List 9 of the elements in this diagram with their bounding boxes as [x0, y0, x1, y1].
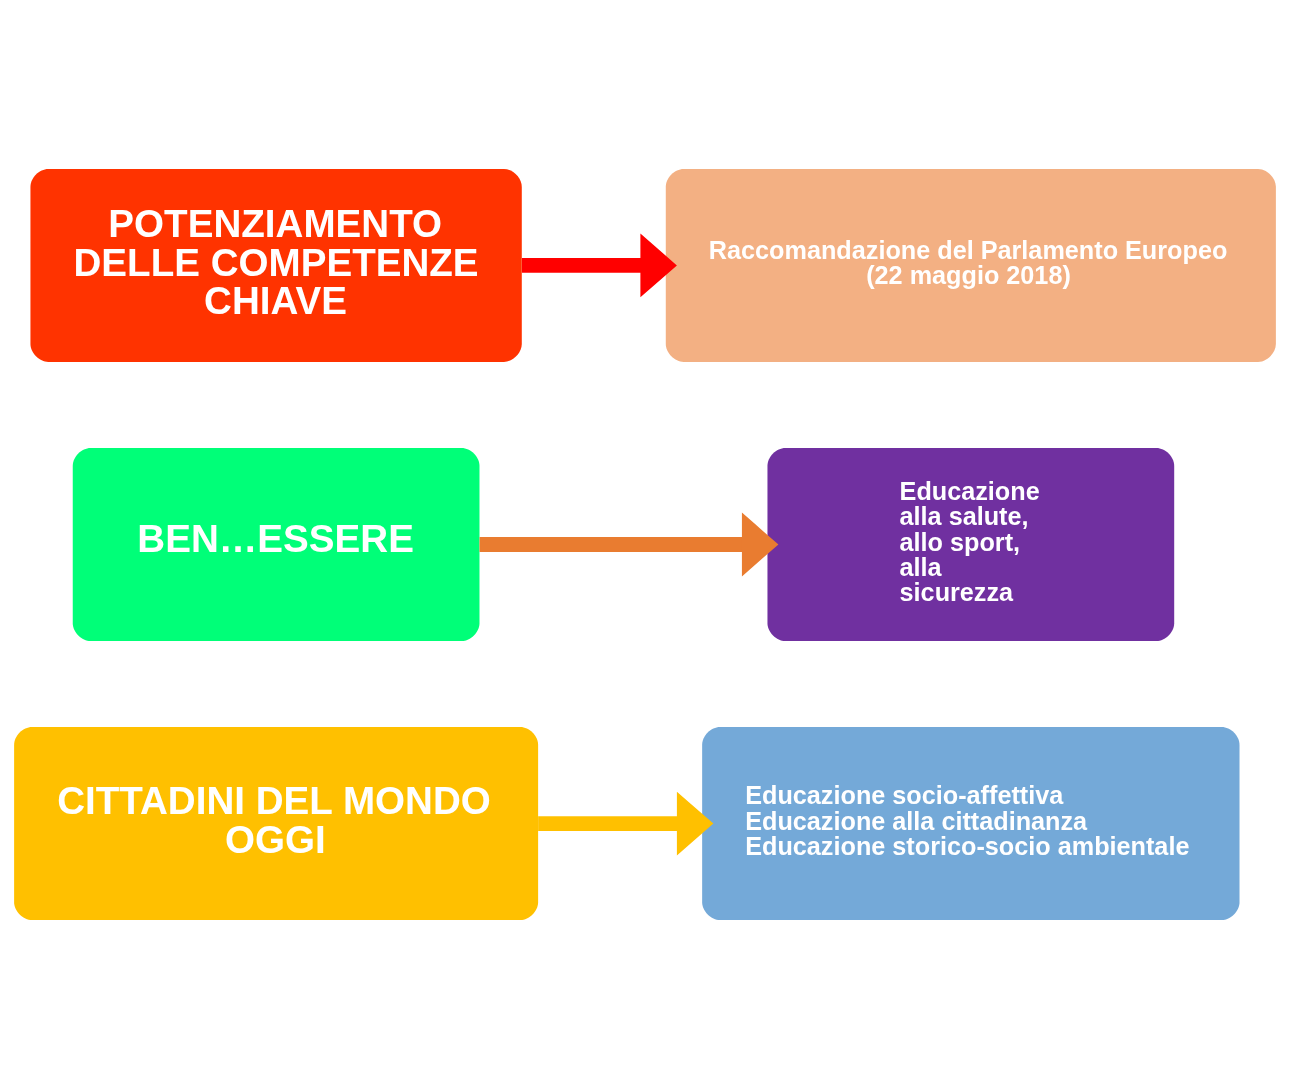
arrow — [538, 791, 714, 855]
arrow — [521, 233, 677, 297]
node-box: Educazione alla salute, allo sport, alla sicurezza — [767, 447, 1175, 641]
node-box: CITTADINI DEL MONDO OGGI — [14, 726, 539, 920]
node-box: Raccomandazione del Parlamento Europeo (22 maggio 2018) — [665, 168, 1276, 362]
node-box: Educazione socio-affettiva Educazione alla cittadinanza Educazione storico-socio ambientale — [702, 726, 1240, 920]
node-box: POTENZIAMENTO DELLE COMPETENZE CHIAVE — [30, 168, 522, 362]
arrow — [479, 512, 779, 576]
node-box: BEN…ESSERE — [72, 447, 480, 641]
